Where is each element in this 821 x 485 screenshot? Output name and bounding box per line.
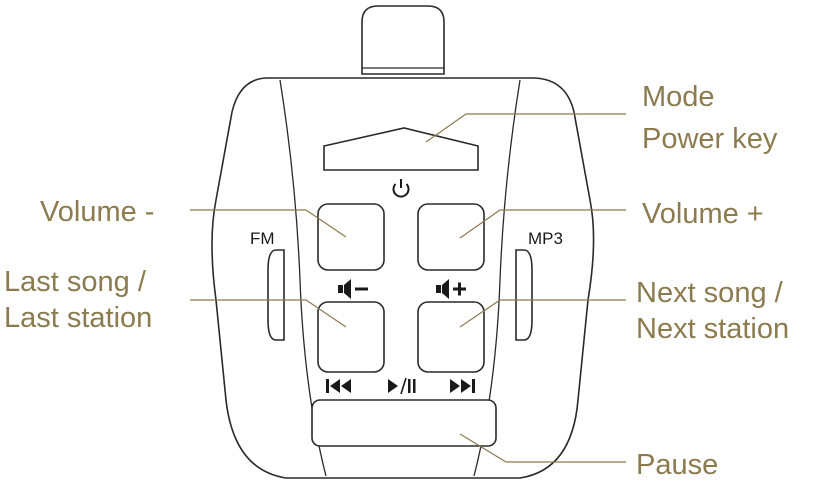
volume-down-button[interactable]: [317, 203, 385, 271]
previous-track-icon: [326, 379, 351, 393]
fm-side-button[interactable]: [267, 249, 285, 341]
next-song-callout-line2: Next station: [636, 313, 789, 345]
volume-minus-callout: Volume -: [40, 196, 154, 228]
power-icon: [392, 179, 410, 198]
strap-clip: [361, 5, 445, 75]
mp3-side-button[interactable]: [515, 249, 533, 341]
last-song-callout-line2: Last station: [4, 302, 152, 334]
next-song-button[interactable]: [417, 301, 485, 373]
last-song-button[interactable]: [317, 301, 385, 373]
volume-plus-callout: Volume +: [642, 198, 764, 230]
next-track-icon: [450, 379, 475, 393]
leader-next-song: [459, 299, 626, 328]
play-pause-icon: [388, 377, 416, 395]
mode-power-button[interactable]: [323, 127, 479, 171]
fm-label: FM: [250, 229, 275, 248]
last-song-callout-line1: Last song /: [4, 266, 147, 298]
leader-volume-plus: [459, 209, 626, 239]
leader-pause: [459, 433, 626, 463]
next-song-callout-line1: Next song /: [636, 277, 784, 309]
mp3-label: MP3: [528, 229, 563, 248]
pause-button[interactable]: [311, 399, 497, 447]
leader-mode: [425, 113, 626, 143]
pause-callout: Pause: [636, 449, 718, 481]
volume-down-icon: [338, 279, 368, 299]
mode-callout: Mode: [642, 81, 715, 113]
power-key-callout: Power key: [642, 123, 778, 155]
leader-last-song: [190, 299, 347, 328]
volume-up-button[interactable]: [417, 203, 485, 271]
leader-volume-minus: [190, 209, 347, 238]
volume-up-icon: [436, 279, 466, 299]
leader-lines: [190, 113, 626, 463]
